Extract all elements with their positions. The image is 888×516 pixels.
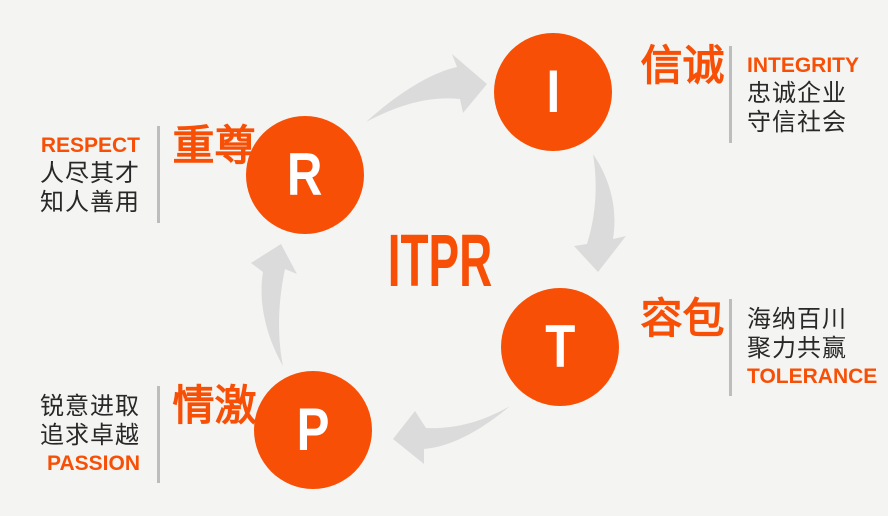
node-letter-r: R <box>287 141 323 208</box>
respect-line-1: 人尽其才 <box>40 159 140 187</box>
arrow-p-to-r-icon <box>251 244 297 366</box>
integrity-word-vertical: 诚信 <box>635 43 724 96</box>
node-circle-passion: P <box>254 371 372 489</box>
respect-english-label: RESPECT <box>40 133 140 157</box>
passion-divider <box>157 385 160 483</box>
tolerance-line-2: 聚力共赢 <box>747 334 847 362</box>
tolerance-divider <box>729 298 732 396</box>
integrity-divider <box>729 45 732 143</box>
value-group-integrity: 诚信 INTEGRITY 忠诚企业 守信社会 <box>635 43 859 145</box>
respect-divider <box>157 125 160 223</box>
passion-line-2: 追求卓越 <box>40 421 140 449</box>
tolerance-text-block: 海纳百川 聚力共赢 TOLERANCE <box>747 305 877 390</box>
respect-line-2: 知人善用 <box>40 188 140 216</box>
arrow-t-to-p-icon <box>393 406 510 464</box>
node-circle-respect: R <box>246 116 364 234</box>
node-letter-t: T <box>544 313 576 380</box>
passion-word-vertical: 激情 <box>167 383 256 436</box>
value-group-respect: RESPECT 人尽其才 知人善用 尊重 <box>40 123 256 225</box>
value-group-passion: 锐意进取 追求卓越 PASSION 激情 <box>40 383 256 485</box>
passion-english-label: PASSION <box>47 451 140 475</box>
integrity-line-2: 守信社会 <box>747 108 847 136</box>
passion-text-block: 锐意进取 追求卓越 PASSION <box>40 392 140 477</box>
node-letter-p: P <box>296 396 330 463</box>
tolerance-word-vertical: 包容 <box>635 296 724 349</box>
arrow-i-to-t-icon <box>574 154 626 272</box>
integrity-line-1: 忠诚企业 <box>747 79 847 107</box>
tolerance-line-1: 海纳百川 <box>747 305 847 333</box>
node-circle-integrity: I <box>494 33 612 151</box>
value-group-tolerance: 包容 海纳百川 聚力共赢 TOLERANCE <box>635 296 877 398</box>
integrity-english-label: INTEGRITY <box>747 53 860 77</box>
arrow-r-to-i-icon <box>366 54 487 122</box>
tolerance-english-label: TOLERANCE <box>747 364 878 388</box>
diagram-title: ITPR <box>387 219 493 302</box>
passion-line-1: 锐意进取 <box>40 392 140 420</box>
node-letter-i: I <box>546 58 560 125</box>
integrity-text-block: INTEGRITY 忠诚企业 守信社会 <box>747 52 859 137</box>
respect-word-vertical: 尊重 <box>167 123 256 176</box>
respect-text-block: RESPECT 人尽其才 知人善用 <box>40 132 140 217</box>
node-circle-tolerance: T <box>501 288 619 406</box>
